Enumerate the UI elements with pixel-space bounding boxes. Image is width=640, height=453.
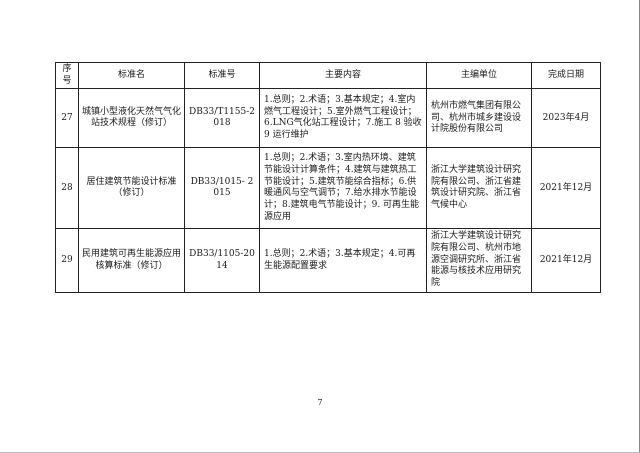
header-no: 序号 [55, 61, 79, 90]
cell-name: 城镇小型液化天然气气化站技术规程（修订） [78, 88, 185, 149]
header-name: 标准名 [78, 61, 185, 90]
cell-no: 29 [55, 228, 79, 293]
cell-name: 民用建筑可再生能源应用核算标准（修订） [78, 228, 185, 293]
header-content: 主要内容 [259, 61, 427, 90]
page-number: 7 [317, 398, 323, 407]
cell-org: 杭州市燃气集团有限公司、杭州市城乡建设设计院股份有限公司 [426, 88, 532, 149]
table-row: 28 居住建筑节能设计标准（修订） DB33/1015- 2015 1.总则；2… [55, 147, 601, 230]
header-date: 完成日期 [531, 61, 601, 90]
cell-content: 1.总则；2.术语；3.室内热环境、建筑节能设计计算条件；4.建筑与建筑热工节能… [259, 147, 427, 230]
cell-no: 28 [55, 147, 79, 230]
table-header-row: 序号 标准名 标准号 主要内容 主编单位 完成日期 [55, 61, 601, 90]
table-row: 27 城镇小型液化天然气气化站技术规程（修订） DB33/T1155-2018 … [55, 88, 601, 149]
standards-table: 序号 标准名 标准号 主要内容 主编单位 完成日期 27 城镇小型液化天然气气化… [55, 61, 601, 293]
cell-name: 居住建筑节能设计标准（修订） [78, 147, 185, 230]
cell-no: 27 [55, 88, 79, 149]
cell-code: DB33/T1155-2018 [184, 88, 260, 149]
table-row: 29 民用建筑可再生能源应用核算标准（修订） DB33/1105-2014 1.… [55, 228, 601, 293]
header-org: 主编单位 [426, 61, 532, 90]
cell-code: DB33/1015- 2015 [184, 147, 260, 230]
cell-code: DB33/1105-2014 [184, 228, 260, 293]
cell-org: 浙江大学建筑设计研究院有限公司、浙江省建筑设计研究院、浙江省气候中心 [426, 147, 532, 230]
cell-content: 1.总则；2.术语；3.基本规定；4.室内燃气工程设计；5.室外燃气工程设计；6… [259, 88, 427, 149]
cell-date: 2021年12月 [531, 228, 601, 293]
cell-content: 1.总则；2.术语；3.基本规定；4.可再生能源配置要求 [259, 228, 427, 293]
cell-date: 2023年4月 [531, 88, 601, 149]
header-code: 标准号 [184, 61, 260, 90]
cell-org: 浙江大学建筑设计研究院有限公司、杭州市地源空调研究所、浙江省能源与核技术应用研究… [426, 228, 532, 293]
cell-date: 2021年12月 [531, 147, 601, 230]
